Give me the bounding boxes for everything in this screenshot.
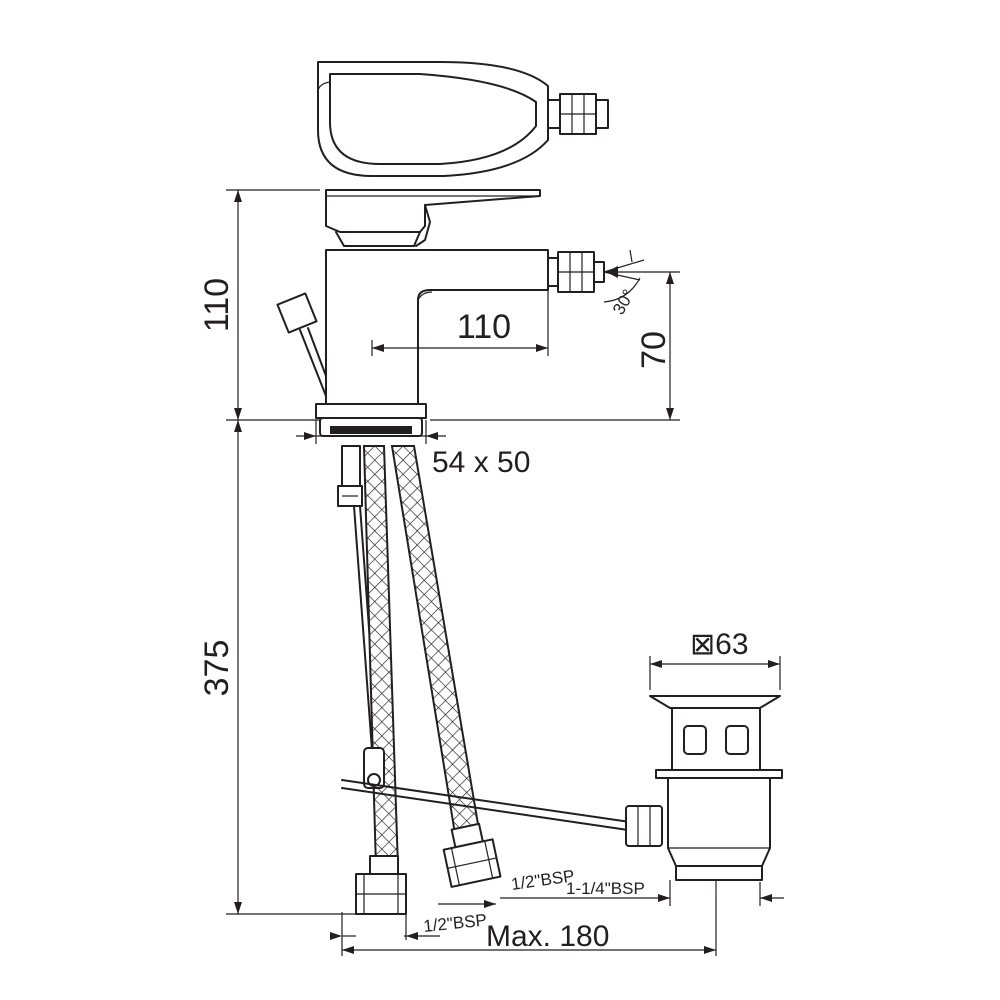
tilt-angle-label: 30° (609, 286, 638, 318)
spout-nozzle (547, 251, 605, 293)
hose-thread-left-label: 1/2"BSP (422, 910, 487, 936)
top-view (317, 61, 609, 177)
waste-size-label: ⊠63 (690, 628, 749, 661)
top-nozzle (547, 93, 609, 135)
height-total-label: 110 (198, 278, 236, 332)
waste-thread-label: 1-1/4"BSP (566, 879, 645, 898)
max-distance-label: Max. 180 (486, 920, 609, 953)
spout-height-label: 70 (635, 331, 673, 369)
shank-and-hoses (337, 445, 502, 915)
mixer-body (276, 189, 605, 437)
pop-up-waste (341, 695, 783, 881)
popup-rod (276, 292, 327, 397)
base-plate-label: 54 x 50 (432, 446, 530, 479)
spout-reach-label: 110 (457, 308, 511, 346)
left-flexible-hose (362, 445, 400, 869)
shank-length-label: 375 (198, 640, 236, 697)
dimension-arrows (234, 190, 780, 954)
right-flexible-hose (390, 445, 482, 842)
